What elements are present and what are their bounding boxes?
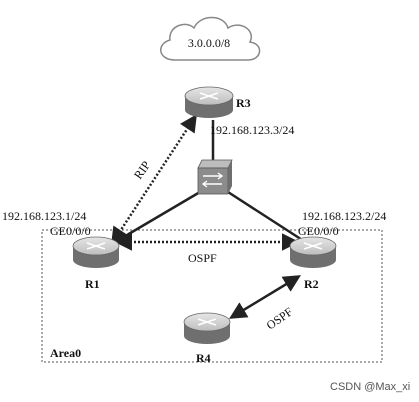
switch-icon bbox=[197, 159, 233, 195]
router-r2-label: R2 bbox=[304, 277, 319, 291]
cloud-network-label: 3.0.0.0/8 bbox=[188, 36, 230, 50]
router-r1-interface: GE0/0/0 bbox=[50, 224, 91, 238]
router-r1-label: R1 bbox=[85, 277, 100, 291]
router-r2-ip: 192.168.123.2/24 bbox=[302, 209, 386, 223]
router-r4-icon bbox=[183, 312, 231, 344]
ospf-link-label-r1-r2: OSPF bbox=[188, 251, 217, 265]
router-r1-icon bbox=[72, 236, 120, 268]
area0-boundary bbox=[41, 229, 383, 363]
router-r4-label: R4 bbox=[196, 351, 211, 365]
rip-link-label: RIP bbox=[131, 158, 153, 182]
ospf-link-r2-r4 bbox=[229, 275, 301, 319]
router-r3-label: R3 bbox=[236, 96, 251, 110]
router-r2-interface: GE0/0/0 bbox=[298, 224, 339, 238]
link-switch-r1 bbox=[109, 190, 201, 247]
router-r1-ip: 192.168.123.1/24 bbox=[2, 209, 86, 223]
ospf-link-label-r2-r4: OSPF bbox=[264, 304, 296, 332]
area-label: Area0 bbox=[50, 346, 81, 360]
router-r3-ip: 192.168.123.3/24 bbox=[210, 123, 294, 137]
router-r2-icon bbox=[289, 236, 337, 268]
router-r3-icon bbox=[184, 86, 234, 118]
rip-link-r3-r1 bbox=[111, 114, 197, 245]
watermark-text: CSDN @Max_xi bbox=[330, 381, 410, 393]
cloud-icon bbox=[160, 16, 261, 61]
